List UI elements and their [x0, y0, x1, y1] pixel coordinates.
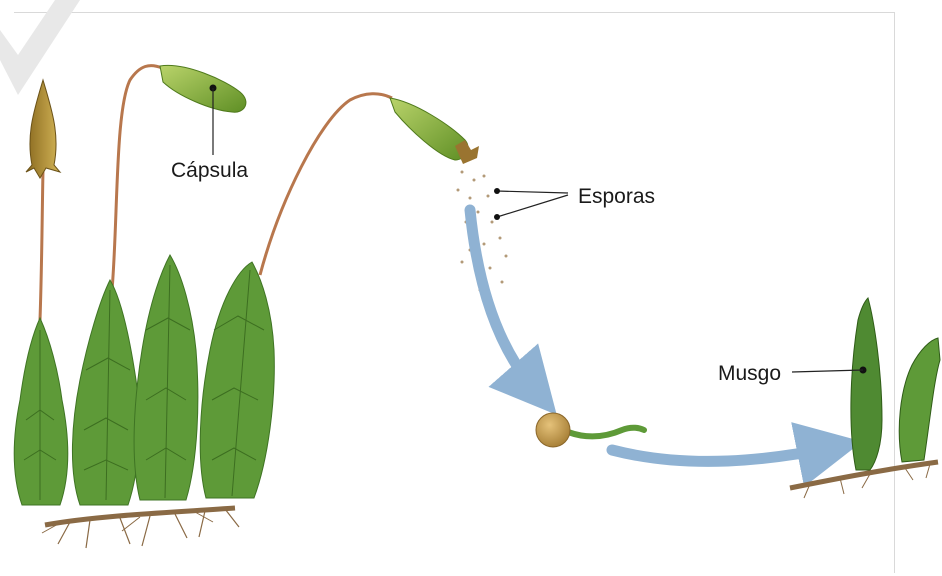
flow-arrows [470, 210, 830, 461]
germinating-spore [536, 413, 644, 447]
label-leader-lines [213, 88, 863, 372]
young-moss-plants [790, 298, 940, 498]
leader-dots [494, 188, 500, 220]
label-capsula: Cápsula [171, 159, 248, 183]
leafy-shoots-group [14, 255, 274, 505]
arrow-spores-to-protonema [470, 210, 535, 390]
young-capsule [26, 80, 60, 178]
mature-capsule [160, 65, 246, 112]
open-capsule [390, 98, 479, 164]
label-esporas: Esporas [578, 185, 655, 209]
corner-check-mark [0, 0, 80, 95]
rhizome-roots [42, 508, 239, 548]
label-musgo: Musgo [718, 362, 781, 386]
arrow-protonema-to-moss [612, 448, 830, 461]
